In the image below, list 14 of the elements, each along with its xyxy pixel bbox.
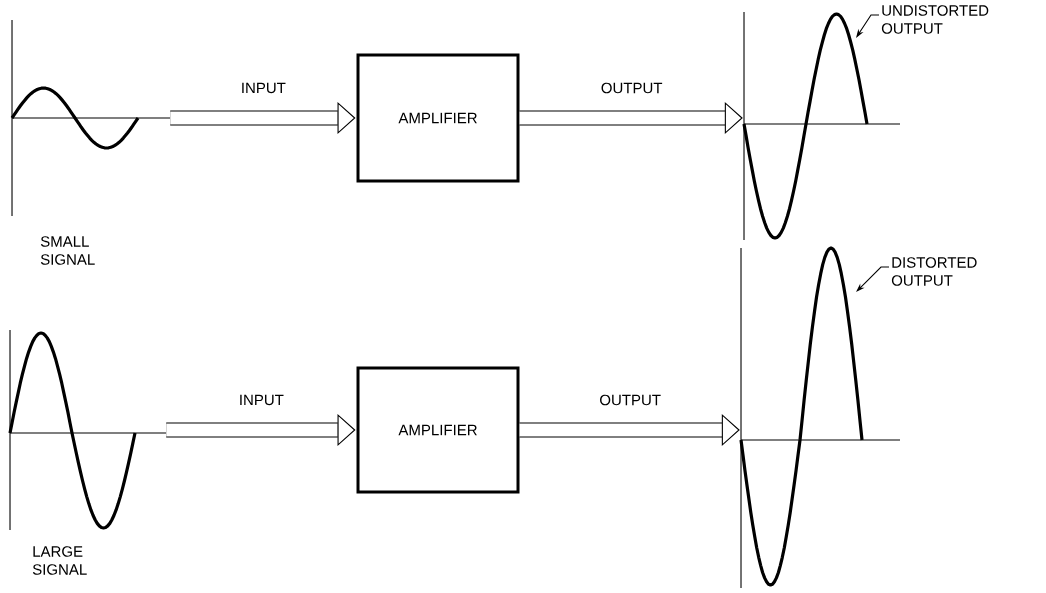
amplifier-box: AMPLIFIER	[356, 366, 520, 494]
edge-label: INPUT	[239, 81, 287, 95]
leader-line	[856, 266, 890, 292]
amplifier-box: AMPLIFIER	[356, 53, 520, 183]
caption-text: LARGE SIGNAL	[32, 546, 87, 575]
edge-label: INPUT	[237, 393, 285, 407]
edge-label: OUTPUT	[599, 81, 664, 95]
callout-text: UNDISTORTED OUTPUT	[881, 5, 989, 34]
caption-text: SMALL SIGNAL	[40, 236, 95, 265]
edge-label: OUTPUT	[598, 393, 662, 407]
waveform-drawing	[10, 19, 171, 217]
waveform-drawing	[8, 329, 167, 531]
leader-line	[856, 14, 880, 38]
callout-text: DISTORTED OUTPUT	[891, 257, 977, 286]
